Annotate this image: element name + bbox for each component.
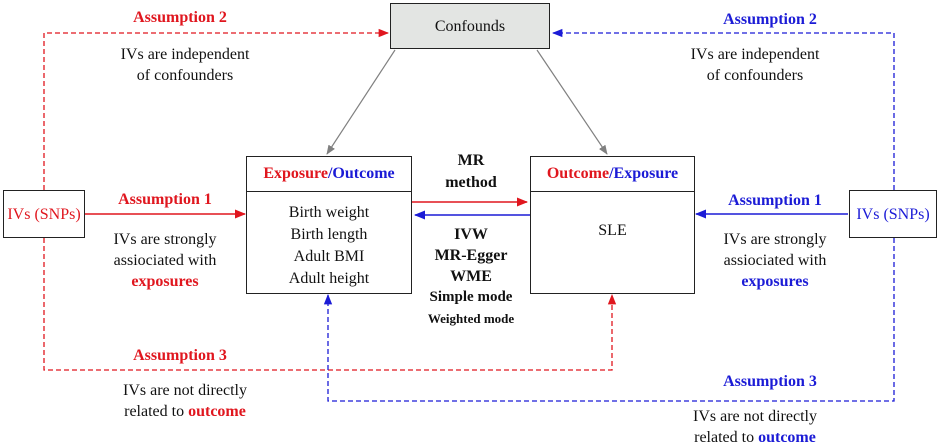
right-iv-label: IVs (SNPs) xyxy=(856,206,930,223)
method-weighted-mode: Weighted mode xyxy=(427,311,515,326)
assumption2-left-dashed-arrow xyxy=(43,28,390,190)
left-assumption1-text: IVs are strongly assiociated with exposu… xyxy=(85,229,245,292)
outcome-header-sep: / xyxy=(609,165,614,182)
assumption2-right-dashed-arrow xyxy=(551,28,895,190)
right-assumption2-text: IVs are independent of confounders xyxy=(660,44,850,86)
exposure-item: Birth length xyxy=(290,226,368,243)
outcome-exposure-header: Outcome/Exposure xyxy=(531,157,694,192)
right-assumption2-line1: IVs are independent xyxy=(690,46,820,63)
left-assumption2-text: IVs are independent of confounders xyxy=(90,44,280,86)
left-iv-box: IVs (SNPs) xyxy=(3,190,85,238)
left-assumption3-text: IVs are not directly related to outcome xyxy=(90,380,280,422)
exposure-item: Adult height xyxy=(288,270,370,287)
left-assumption1-emph: exposures xyxy=(131,273,199,290)
exposure-item: Adult BMI xyxy=(293,248,365,265)
exposure-header-label: Exposure xyxy=(613,165,679,182)
exposure-outcome-header: Exposure/Outcome xyxy=(247,157,411,192)
assumption3-right-dashed-arrow xyxy=(323,238,895,402)
left-assumption1-line1: IVs are strongly xyxy=(113,231,217,248)
outcome-exposure-box: Outcome/Exposure SLE xyxy=(530,156,695,294)
mr-method-line1: MR xyxy=(457,152,485,169)
right-assumption3-line1: IVs are not directly xyxy=(693,408,817,425)
left-assumption3-line1: IVs are not directly xyxy=(123,382,247,399)
confounds-to-outcome-arrow xyxy=(536,49,608,155)
left-assumption2-line2: of confounders xyxy=(136,67,234,84)
left-assumption3-line2: related to xyxy=(124,403,189,420)
right-assumption1-line2: assiociated with xyxy=(723,252,827,269)
left-assumption3-title: Assumption 3 xyxy=(133,347,227,364)
right-assumption3-line2: related to xyxy=(694,429,759,445)
right-assumption2-line2: of confounders xyxy=(706,67,804,84)
right-assumption1-title: Assumption 1 xyxy=(728,192,822,209)
right-assumption3-text: IVs are not directly related to outcome xyxy=(660,406,850,445)
mr-method-label: MR method xyxy=(414,150,528,194)
left-assumption2-title: Assumption 2 xyxy=(133,9,227,26)
exposure-outcome-box: Exposure/Outcome Birth weight Birth leng… xyxy=(246,156,412,294)
exposure-list: Birth weight Birth length Adult BMI Adul… xyxy=(247,202,411,290)
left-assumption3-emph: outcome xyxy=(188,403,246,420)
confounds-box: Confounds xyxy=(390,3,550,49)
methods-list: IVW MR-Egger WME Simple mode Weighted mo… xyxy=(408,224,534,329)
outcome-header-label: Outcome xyxy=(546,165,610,182)
right-iv-box: IVs (SNPs) xyxy=(849,190,937,238)
confounds-to-exposure-arrow xyxy=(326,49,396,155)
left-iv-label: IVs (SNPs) xyxy=(7,206,81,223)
outcome-header-label: Outcome xyxy=(332,165,395,182)
method-mr-egger: MR-Egger xyxy=(434,247,508,264)
right-assumption2-title: Assumption 2 xyxy=(723,11,817,28)
left-assumption1-line2: assiociated with xyxy=(113,252,217,269)
left-assumption2-line1: IVs are independent xyxy=(120,46,250,63)
right-assumption1-emph: exposures xyxy=(741,273,809,290)
exposure-item: Birth weight xyxy=(288,204,370,221)
method-wme: WME xyxy=(450,268,492,285)
right-assumption1-line1: IVs are strongly xyxy=(723,231,827,248)
mr-method-line2: method xyxy=(445,174,497,191)
exposure-header-sep: / xyxy=(327,165,333,182)
outcome-body: SLE xyxy=(598,222,627,239)
method-ivw: IVW xyxy=(454,226,488,243)
confounds-label: Confounds xyxy=(434,18,506,35)
right-assumption1-text: IVs are strongly assiociated with exposu… xyxy=(695,229,855,292)
right-assumption3-title: Assumption 3 xyxy=(723,373,817,390)
method-simple-mode: Simple mode xyxy=(429,289,513,305)
exposure-header-label: Exposure xyxy=(263,165,328,182)
right-assumption3-emph: outcome xyxy=(758,429,816,445)
left-assumption1-title: Assumption 1 xyxy=(118,191,212,208)
